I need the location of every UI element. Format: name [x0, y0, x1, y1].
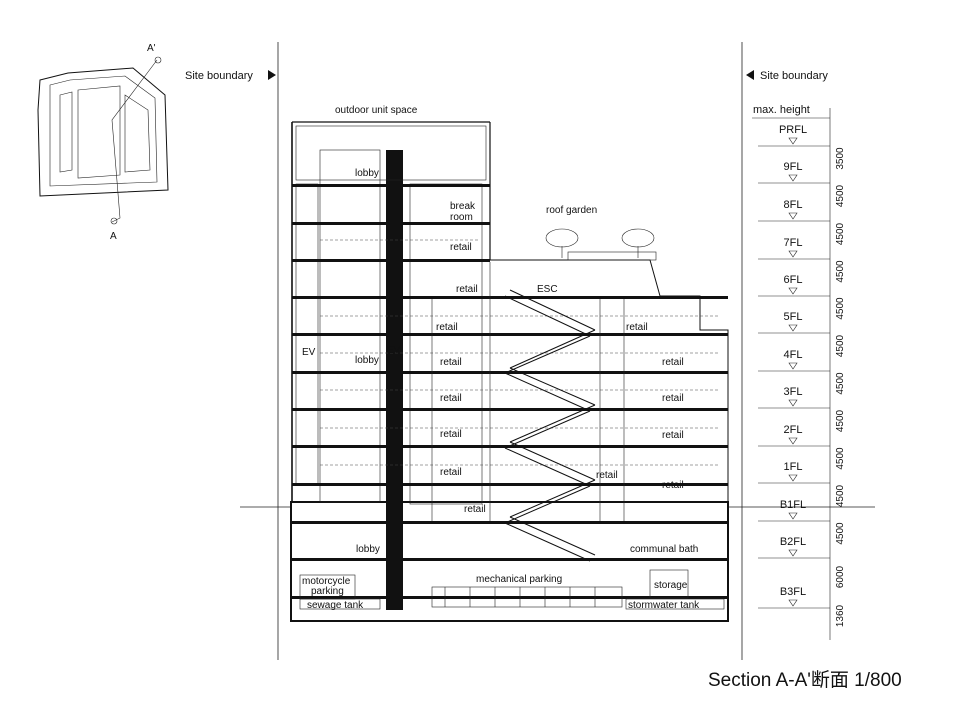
label-ev-right: EV — [387, 345, 401, 356]
level-marker-icon — [788, 212, 798, 220]
label-communal-bath: communal bath — [630, 544, 698, 555]
level-marker-icon — [788, 287, 798, 295]
level-label-9fl: 9FL — [784, 161, 803, 173]
level-label-1fl: 1FL — [784, 461, 803, 473]
level-marker-icon — [788, 174, 798, 182]
level-marker-icon — [788, 250, 798, 258]
site-boundary-right-arrow-icon — [746, 70, 754, 80]
label-lobby-b2: lobby — [356, 544, 380, 555]
level-dim-b2fl: 6000 — [835, 565, 846, 588]
label-motorcycle-parking: motorcycle parking — [302, 576, 353, 597]
label-retail-1f-mid: retail — [596, 470, 618, 481]
label-break-room-line2: room — [450, 212, 473, 223]
label-esc: ESC — [537, 284, 558, 295]
level-label-4fl: 4FL — [784, 349, 803, 361]
level-marker-icon — [788, 599, 798, 607]
label-retail-1f-right: retail — [662, 480, 684, 491]
site-boundary-right-label: Site boundary — [760, 70, 828, 82]
label-motorcycle-parking-line2: parking — [311, 586, 344, 597]
level-label-7fl: 7FL — [784, 237, 803, 249]
label-stormwater-tank: stormwater tank — [628, 600, 700, 611]
label-motorcycle-parking-line1: motorcycle — [302, 576, 351, 587]
escalators — [504, 289, 596, 562]
label-break-room: break room — [450, 201, 478, 223]
level-label-8fl: 8FL — [784, 199, 803, 211]
site-boundary-left-arrow-icon — [268, 70, 276, 80]
level-label-5fl: 5FL — [784, 311, 803, 323]
level-indicators: max. height PRFL 3500 9FL 4500 8FL 4500 7FL 450… — [752, 104, 846, 640]
level-marker-icon — [788, 549, 798, 557]
label-retail-5f-left: retail — [436, 322, 458, 333]
room-labels: outdoor unit space lobby break room reta… — [302, 105, 700, 611]
level-label-b2fl: B2FL — [780, 536, 806, 548]
label-retail-2f-left: retail — [440, 429, 462, 440]
label-storage: storage — [654, 580, 688, 591]
label-break-room-line1: break — [450, 201, 476, 212]
label-outdoor-unit-space: outdoor unit space — [335, 105, 418, 116]
level-label-2fl: 2FL — [784, 424, 803, 436]
level-dim-prfl: 3500 — [835, 147, 846, 170]
label-roof-garden: roof garden — [546, 205, 597, 216]
level-marker-icon — [788, 324, 798, 332]
drawing-caption: Section A-A'断面 1/800 — [708, 669, 902, 691]
mechanical-parking-pallets — [431, 586, 623, 608]
level-marker-icon — [788, 137, 798, 145]
label-retail-3f-left: retail — [440, 393, 462, 404]
level-dim-8fl: 4500 — [835, 222, 846, 245]
label-retail-3f-right: retail — [662, 393, 684, 404]
label-retail-4f-right: retail — [662, 357, 684, 368]
building-section — [290, 121, 729, 622]
key-plan: A' A — [37, 43, 169, 242]
site-boundaries: Site boundary Site boundary — [185, 42, 828, 660]
label-retail-4f-left: retail — [440, 357, 462, 368]
levels-group: PRFL 3500 9FL 4500 8FL 4500 7FL 4500 6FL 4500 5FL 4… — [758, 124, 846, 627]
label-ev-left: EV — [302, 347, 316, 358]
label-retail-5f-right: retail — [626, 322, 648, 333]
level-label-b1fl: B1FL — [780, 499, 806, 511]
level-marker-icon — [788, 399, 798, 407]
level-dim-2fl: 4500 — [835, 447, 846, 470]
level-dim-4fl: 4500 — [835, 372, 846, 395]
key-plan-label-a: A — [110, 231, 117, 242]
max-height-label: max. height — [753, 104, 810, 116]
level-marker-icon — [788, 437, 798, 445]
level-label-prfl: PRFL — [779, 124, 807, 136]
label-retail-6f: retail — [456, 284, 478, 295]
label-retail-top: retail — [450, 242, 472, 253]
level-marker-icon — [788, 474, 798, 482]
label-retail-b1-left: retail — [464, 504, 486, 515]
level-marker-icon — [788, 512, 798, 520]
label-retail-1f-left: retail — [440, 467, 462, 478]
level-label-3fl: 3FL — [784, 386, 803, 398]
level-dim-3fl: 4500 — [835, 409, 846, 432]
label-mechanical-parking: mechanical parking — [476, 574, 562, 585]
level-label-6fl: 6FL — [784, 274, 803, 286]
level-dim-5fl: 4500 — [835, 334, 846, 357]
level-dim-1fl: 4500 — [835, 484, 846, 507]
level-dim-9fl: 4500 — [835, 184, 846, 207]
roof-garden-trees — [545, 228, 657, 261]
label-lobby-mid: lobby — [355, 355, 379, 366]
label-lobby-top: lobby — [355, 168, 379, 179]
label-sewage-tank: sewage tank — [307, 600, 364, 611]
level-dim-7fl: 4500 — [835, 260, 846, 283]
level-marker-icon — [788, 362, 798, 370]
level-dim-b1fl: 4500 — [835, 522, 846, 545]
level-label-b3fl: B3FL — [780, 586, 806, 598]
site-boundary-left-label: Site boundary — [185, 70, 253, 82]
level-dim-6fl: 4500 — [835, 297, 846, 320]
label-retail-2f-right: retail — [662, 430, 684, 441]
key-plan-label-a-prime: A' — [147, 43, 156, 54]
level-dim-b3fl: 1360 — [835, 604, 846, 627]
